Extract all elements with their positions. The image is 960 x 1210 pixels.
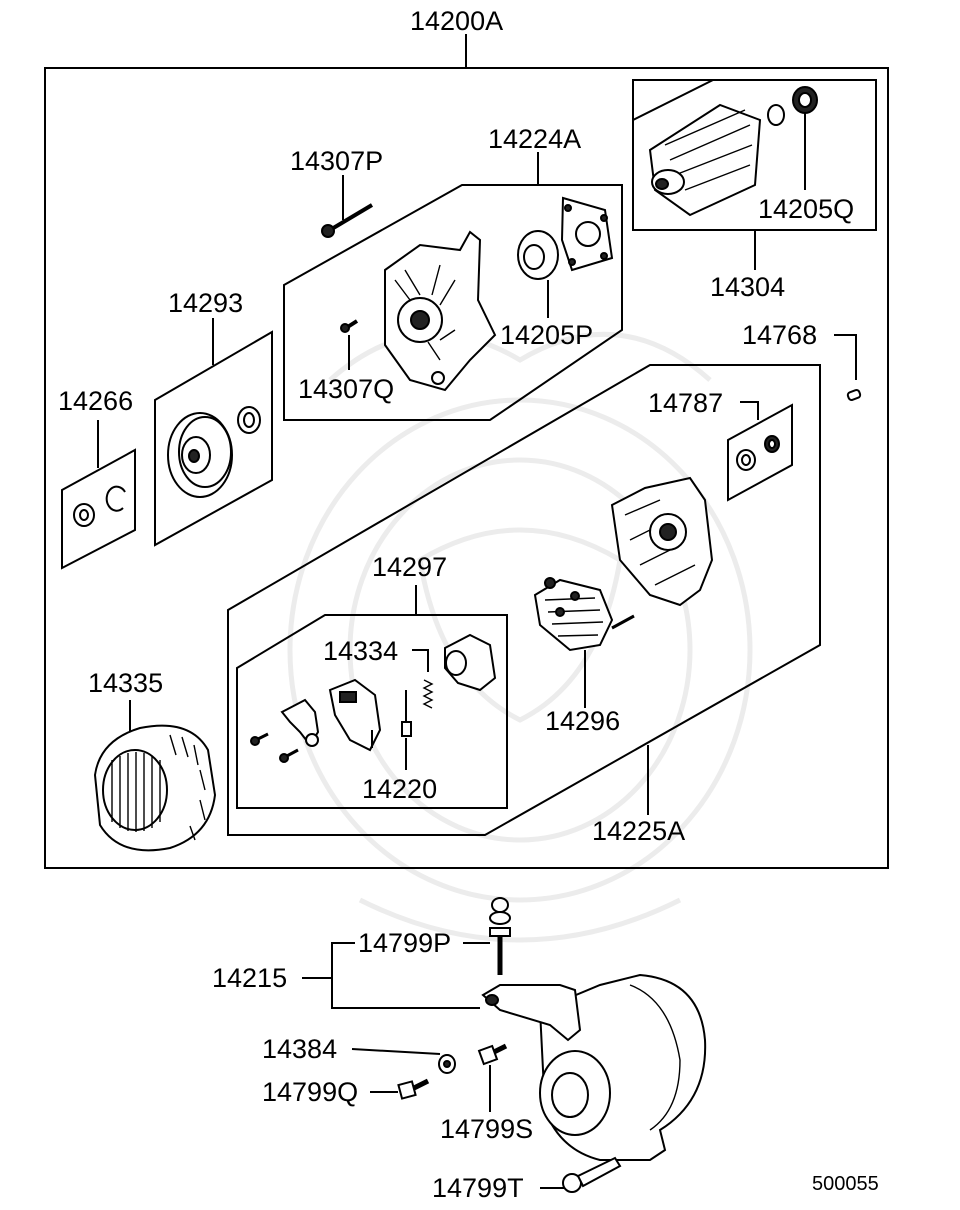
nut-box-14266 <box>61 448 136 570</box>
label-14200A[interactable]: 14200A <box>410 6 503 36</box>
label-14768[interactable]: 14768 <box>742 320 817 350</box>
diagram-code: 500055 <box>812 1173 879 1195</box>
bearing-14205P[interactable] <box>517 230 559 280</box>
brush-14220[interactable] <box>401 690 412 737</box>
pulley-part[interactable] <box>167 406 261 498</box>
terminal-clip[interactable] <box>280 698 320 747</box>
label-14799Q[interactable]: 14799Q <box>262 1077 358 1107</box>
rotor-part[interactable] <box>648 86 818 217</box>
bolt-14307P[interactable] <box>321 203 374 238</box>
alternator-body[interactable] <box>538 973 707 1161</box>
label-14384[interactable]: 14384 <box>262 1034 337 1064</box>
bracket-box-14224A <box>283 184 623 421</box>
label-14307P[interactable]: 14307P <box>290 146 383 176</box>
spring-14334[interactable] <box>422 679 434 709</box>
label-14307Q[interactable]: 14307Q <box>298 374 394 404</box>
brush-box-14297 <box>236 614 508 809</box>
label-14799S[interactable]: 14799S <box>440 1114 533 1144</box>
label-14220[interactable]: 14220 <box>362 774 437 804</box>
screw-14307Q[interactable] <box>340 319 359 333</box>
label-14335[interactable]: 14335 <box>88 668 163 698</box>
bolt-14799S[interactable] <box>477 1043 508 1066</box>
label-14293[interactable]: 14293 <box>168 288 243 318</box>
bolt-14799Q[interactable] <box>397 1078 430 1100</box>
bearing-14787[interactable] <box>736 435 780 471</box>
stator-14335[interactable] <box>93 724 217 852</box>
small-screws[interactable] <box>250 732 299 763</box>
brush-holder-cap[interactable] <box>444 633 497 692</box>
label-14799T[interactable]: 14799T <box>432 1173 524 1203</box>
rear-group-box-14225A <box>227 364 821 836</box>
label-14297[interactable]: 14297 <box>372 552 447 582</box>
front-bracket-part[interactable] <box>384 230 497 392</box>
pin-14768[interactable] <box>846 389 862 401</box>
bearing-box-14787 <box>727 403 793 502</box>
label-14215[interactable]: 14215 <box>212 963 287 993</box>
rectifier-14296[interactable] <box>533 577 635 652</box>
adjusting-bracket[interactable] <box>481 984 582 1042</box>
retainer-plate[interactable] <box>560 196 614 272</box>
rear-bracket-part[interactable] <box>610 476 714 607</box>
label-14334[interactable]: 14334 <box>323 636 398 666</box>
regulator-part[interactable] <box>328 678 382 752</box>
label-14224A[interactable]: 14224A <box>488 124 581 154</box>
label-14787[interactable]: 14787 <box>648 388 723 418</box>
label-14296[interactable]: 14296 <box>545 706 620 736</box>
label-14225A[interactable]: 14225A <box>592 816 685 846</box>
label-14205P[interactable]: 14205P <box>500 320 593 350</box>
nut-washer-part[interactable] <box>73 485 126 527</box>
pulley-box-14293 <box>154 330 273 547</box>
label-14799P[interactable]: 14799P <box>358 928 451 958</box>
label-14205Q[interactable]: 14205Q <box>758 194 854 224</box>
label-14304[interactable]: 14304 <box>710 272 785 302</box>
bolt-14799P[interactable] <box>489 897 511 975</box>
label-14266[interactable]: 14266 <box>58 386 133 416</box>
washer-14384[interactable] <box>438 1054 456 1074</box>
bolt-14799T[interactable] <box>562 1156 622 1193</box>
